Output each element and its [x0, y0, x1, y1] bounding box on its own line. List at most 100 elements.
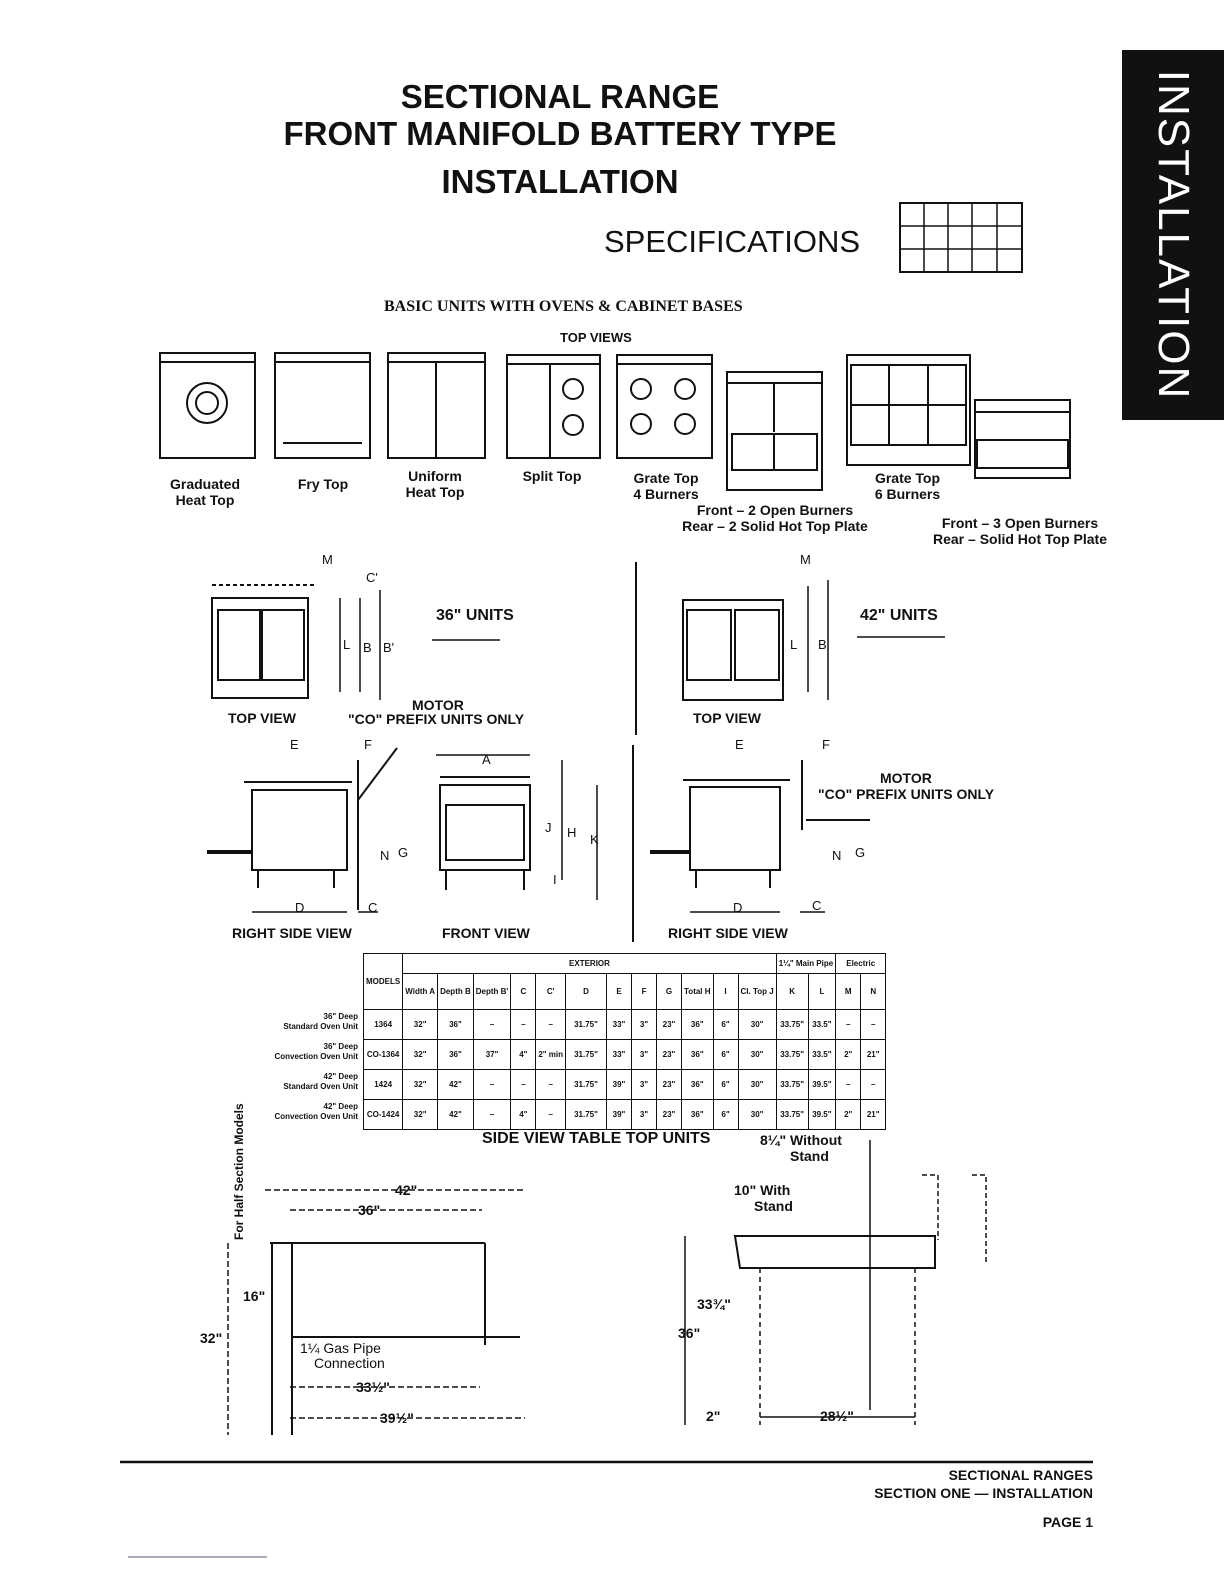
footer-section: SECTIONAL RANGES [948, 1467, 1093, 1483]
model-cell: CO-1364 [362, 1039, 404, 1070]
dim-33-75: 33¾" [697, 1296, 731, 1312]
value-cell: 33.5" [807, 1039, 837, 1070]
without-stand-label: 8¼" Without [760, 1132, 842, 1148]
column-header: L [807, 973, 837, 1010]
column-header: F [631, 973, 658, 1010]
diagram-front [436, 754, 598, 900]
top-view-units [159, 352, 1071, 491]
dim-36: 36" [358, 1202, 381, 1218]
table-top-title: SIDE VIEW TABLE TOP UNITS [482, 1130, 711, 1147]
value-cell: 31.75" [565, 1009, 608, 1040]
column-header: Width A [402, 973, 439, 1010]
value-cell: 32" [402, 1009, 439, 1040]
value-cell: – [472, 1069, 512, 1100]
dim-e: E [290, 737, 299, 752]
with-stand-label: Stand [754, 1198, 793, 1214]
unit-label: Fry Top [297, 476, 349, 492]
table-top-right [684, 1140, 987, 1425]
value-cell: 31.75" [565, 1039, 608, 1070]
value-cell: – [835, 1069, 862, 1100]
value-cell: 32" [402, 1099, 439, 1130]
table-top-left [227, 1189, 525, 1435]
value-cell: – [510, 1009, 537, 1040]
dim-33-5: 33½" [356, 1379, 390, 1395]
value-cell: 3" [631, 1069, 658, 1100]
column-header: Depth B' [472, 973, 512, 1010]
value-cell: 36" [437, 1039, 474, 1070]
side-tab: INSTALLATION [1122, 50, 1224, 420]
value-cell: – [535, 1009, 567, 1040]
model-cell: 1424 [362, 1069, 404, 1100]
basic-units-heading: BASIC UNITS WITH OVENS & CABINET BASES [384, 298, 743, 315]
value-cell: 30" [737, 1009, 777, 1040]
value-cell: 33" [606, 1039, 633, 1070]
page-number: PAGE 1 [1042, 1514, 1093, 1530]
diagram-36-side [207, 747, 398, 913]
value-cell: 4" [510, 1099, 537, 1130]
group-header: 1¼" Main Pipe [775, 953, 837, 974]
without-stand-label: Stand [790, 1148, 829, 1164]
column-header: M [835, 973, 862, 1010]
value-cell: 3" [631, 1039, 658, 1070]
value-cell: – [860, 1009, 887, 1040]
dim-c: C [812, 898, 822, 913]
value-cell: 31.75" [565, 1099, 608, 1130]
value-cell: 2" [835, 1099, 862, 1130]
value-cell: 36" [681, 1069, 714, 1100]
dim-n: N [832, 848, 842, 863]
diagram-42-side [650, 760, 870, 913]
value-cell: 36" [681, 1009, 714, 1040]
dim-k: K [590, 832, 599, 847]
title-line-1: SECTIONAL RANGE [400, 78, 720, 115]
column-header: E [606, 973, 633, 1010]
diagram-42-top [682, 580, 829, 701]
value-cell: – [535, 1069, 567, 1100]
value-cell: 6" [712, 1039, 739, 1070]
co-prefix-label: "CO" PREFIX UNITS ONLY [818, 786, 995, 802]
value-cell: 30" [737, 1099, 777, 1130]
value-cell: 42" [437, 1099, 474, 1130]
column-header: C [510, 973, 537, 1010]
column-header: N [860, 973, 887, 1010]
value-cell: 36" [437, 1009, 474, 1040]
value-cell: 39" [606, 1069, 633, 1100]
value-cell: 21" [860, 1039, 887, 1070]
value-cell: 42" [437, 1069, 474, 1100]
motor-label: MOTOR [880, 770, 932, 786]
top-view-label: TOP VIEW [228, 710, 296, 726]
model-cell: CO-1424 [362, 1099, 404, 1130]
column-header: Cl. Top J [737, 973, 777, 1010]
value-cell: – [860, 1069, 887, 1100]
dim-28-5: 28½" [820, 1408, 854, 1424]
top-views-heading: TOP VIEWS [560, 330, 632, 345]
column-header: I [712, 973, 739, 1010]
dim-m: M [322, 552, 333, 567]
dim-16: 16" [243, 1288, 266, 1304]
dim-c1: C' [366, 570, 378, 585]
column-header: G [656, 973, 683, 1010]
dim-e: E [735, 737, 744, 752]
value-cell: 32" [402, 1069, 439, 1100]
value-cell: 4" [510, 1039, 537, 1070]
spec-grid-icon [899, 202, 1023, 273]
value-cell: 36" [681, 1039, 714, 1070]
model-cell: 1364 [362, 1009, 404, 1040]
value-cell: – [472, 1009, 512, 1040]
right-side-view-label: RIGHT SIDE VIEW [668, 925, 788, 941]
dim-l: L [790, 637, 798, 652]
dim-m: M [800, 552, 811, 567]
value-cell: 21" [860, 1099, 887, 1130]
dim-g: G [855, 845, 866, 860]
value-cell: 33" [606, 1009, 633, 1040]
dim-39-5: 39½" [380, 1410, 414, 1426]
value-cell: 2" [835, 1039, 862, 1070]
value-cell: 6" [712, 1099, 739, 1130]
